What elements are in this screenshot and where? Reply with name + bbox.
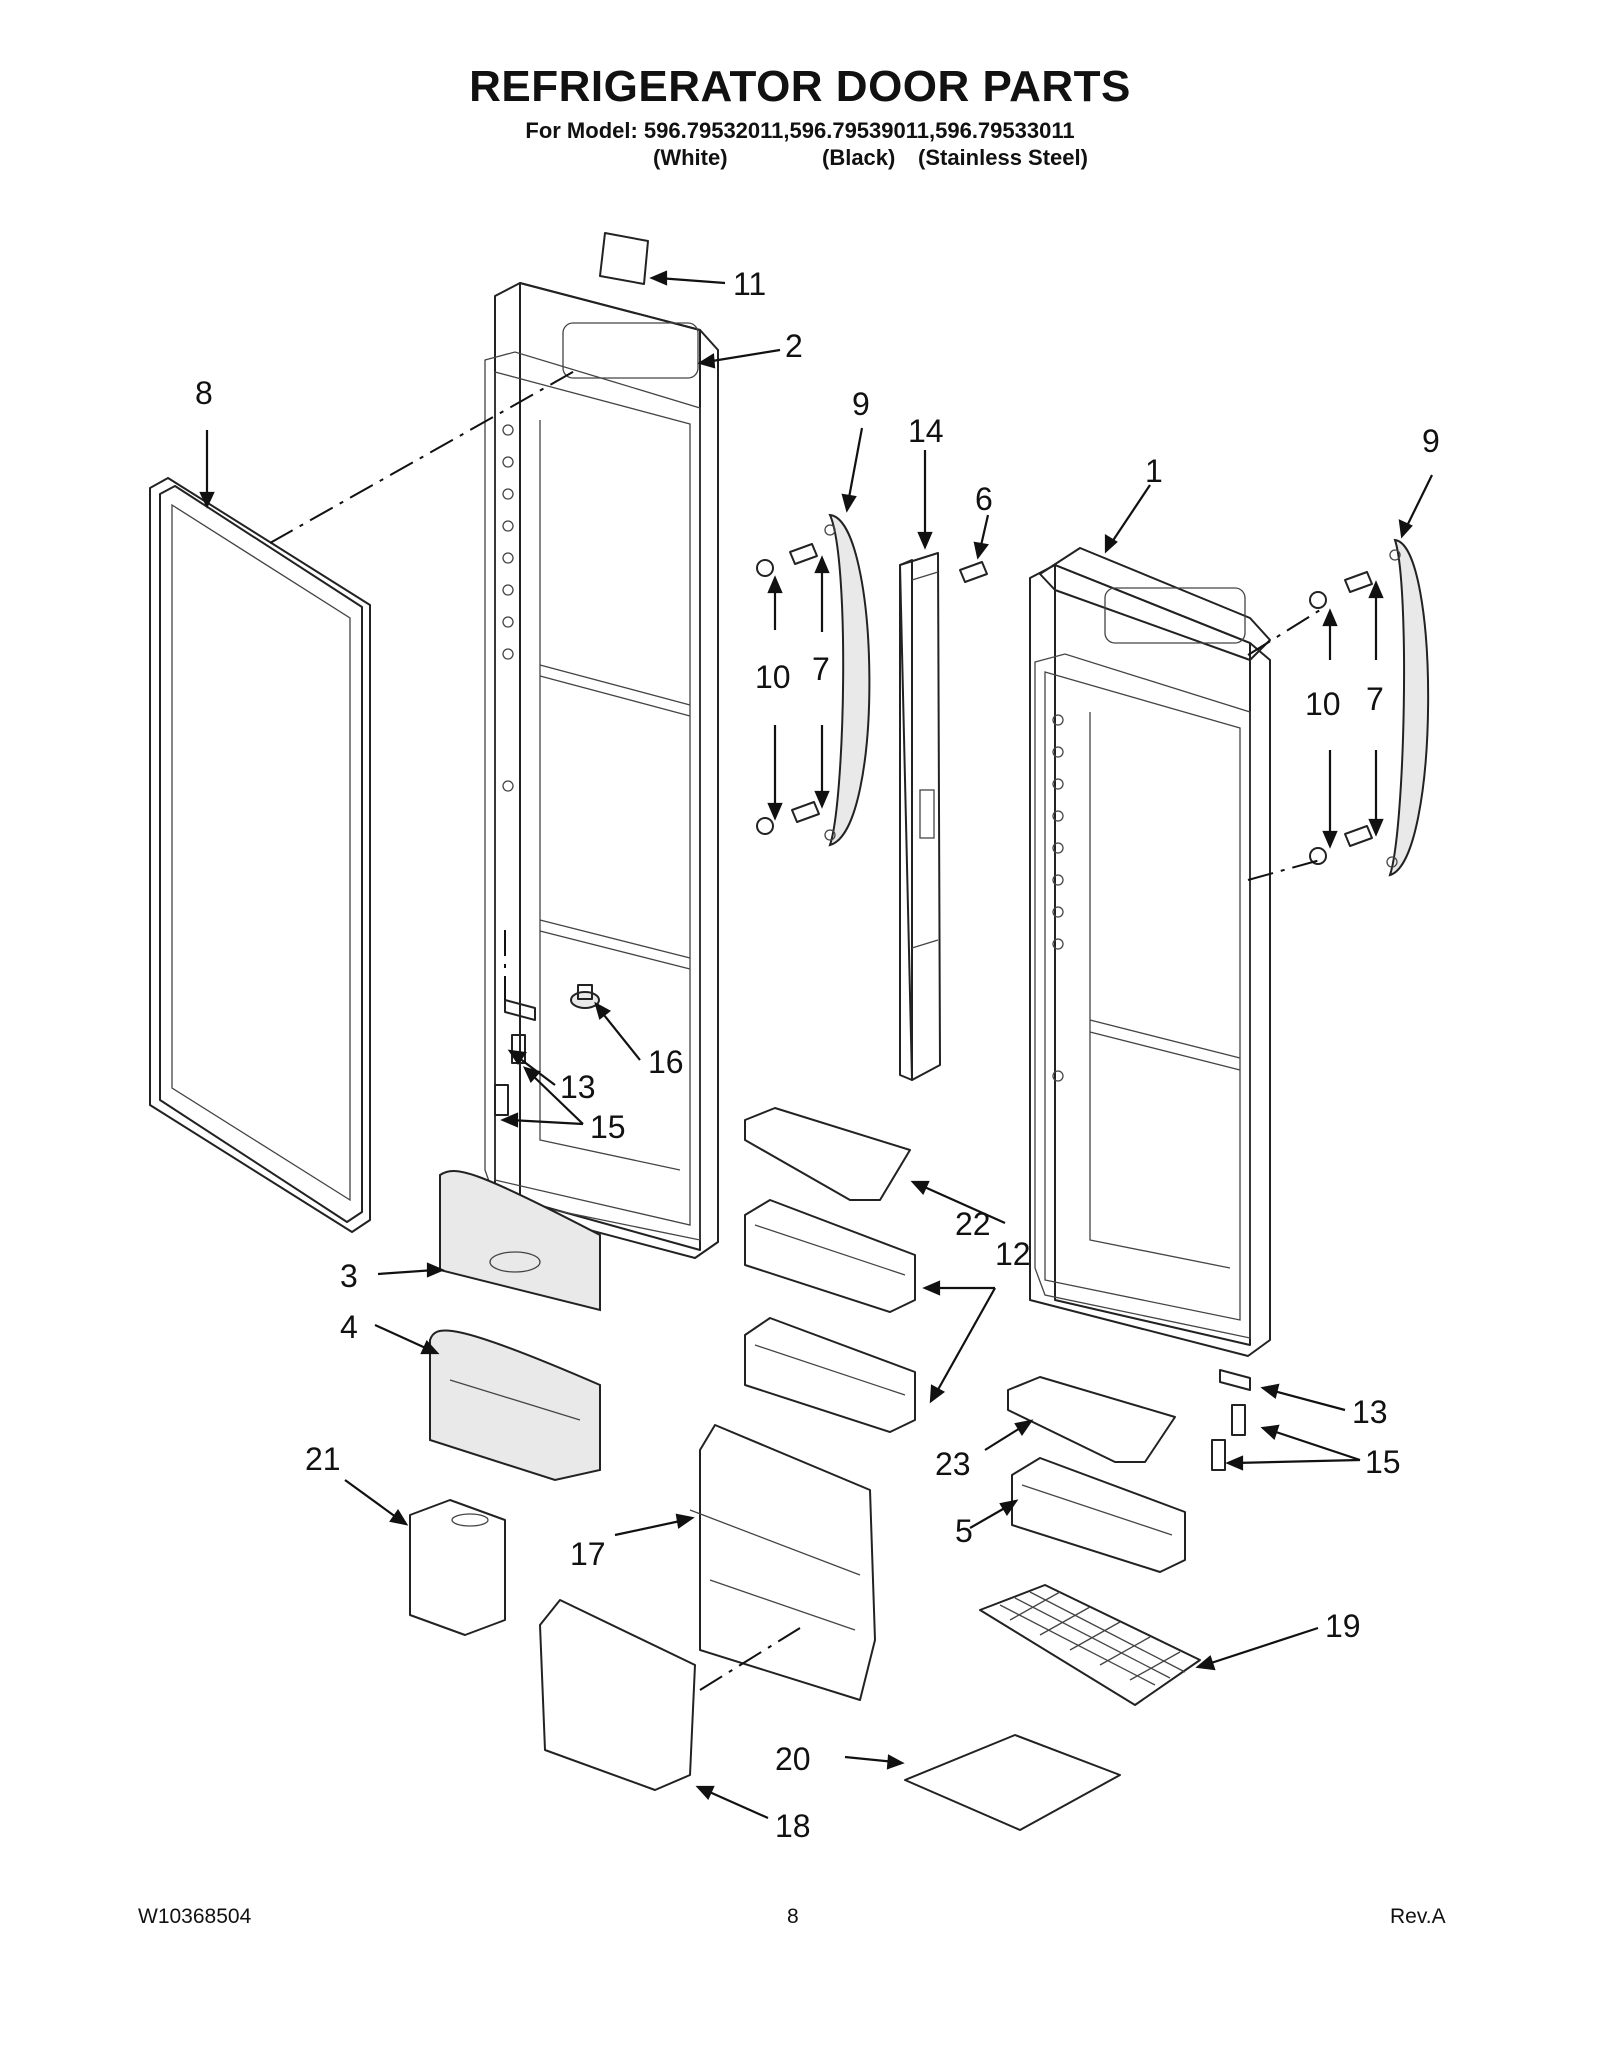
left-hinge-hardware	[494, 984, 600, 1116]
part-2-left-door	[484, 282, 719, 1259]
callout-5: 5	[955, 1513, 973, 1549]
callout-20: 20	[775, 1741, 811, 1777]
part-20-drip-tray	[904, 1734, 1121, 1831]
callout-3: 3	[340, 1258, 358, 1294]
callout-9-right: 9	[1422, 423, 1440, 459]
part-1-right-door	[1029, 547, 1271, 1357]
part-14-door-mullion	[899, 552, 941, 1081]
callout-leaders	[199, 270, 1433, 1820]
part-12-door-bin-lower	[744, 1317, 916, 1433]
color-white-label: (White)	[653, 145, 728, 170]
part-23-bin-cover	[1007, 1376, 1176, 1463]
part-9-left-handle	[824, 513, 871, 847]
part-9-right-handle	[1386, 538, 1430, 877]
callout-14: 14	[908, 413, 944, 449]
callout-15-left: 15	[590, 1109, 626, 1145]
callout-15-right: 15	[1365, 1444, 1401, 1480]
callout-16: 16	[648, 1044, 684, 1080]
callout-7-left: 7	[812, 651, 830, 687]
part-11-label-plate	[599, 232, 649, 285]
model-numbers: For Model: 596.79532011,596.79539011,596…	[525, 118, 1075, 143]
part-22-bin-cover	[744, 1107, 911, 1201]
handle-screws-and-spacers	[756, 543, 1373, 865]
color-stainless-label: (Stainless Steel)	[918, 145, 1088, 170]
callout-11: 11	[733, 266, 766, 302]
callout-21: 21	[305, 1441, 341, 1477]
callout-7-right: 7	[1366, 681, 1384, 717]
right-hinge-hardware	[1211, 1369, 1251, 1471]
revision-label: Rev.A	[1390, 1905, 1446, 1928]
callout-18: 18	[775, 1808, 811, 1844]
callout-8: 8	[195, 375, 213, 411]
part-17-ice-bin-housing	[689, 1424, 876, 1701]
callout-1: 1	[1145, 453, 1163, 489]
part-5-door-bin	[1011, 1457, 1186, 1573]
part-18-ice-storage-bin	[539, 1599, 696, 1791]
callout-10-right: 10	[1305, 686, 1341, 722]
page-title: REFRIGERATOR DOOR PARTS	[469, 62, 1131, 111]
part-4-ice-bin	[429, 1329, 601, 1482]
color-black-label: (Black)	[822, 145, 896, 170]
callout-6: 6	[975, 481, 993, 517]
callout-23: 23	[935, 1446, 971, 1482]
callout-13-left: 13	[560, 1069, 596, 1105]
callout-19: 19	[1325, 1608, 1361, 1644]
document-number: W10368504	[138, 1905, 252, 1928]
part-12-door-bin-upper	[744, 1199, 916, 1313]
callout-2: 2	[785, 328, 803, 364]
callout-13-right: 13	[1352, 1394, 1388, 1430]
callout-9-left: 9	[852, 386, 870, 422]
callout-10-left: 10	[755, 659, 791, 695]
callout-22: 22	[955, 1206, 991, 1242]
callout-17: 17	[570, 1536, 606, 1572]
callout-labels: 1 2 3 4 5 6 7 7 8 9 9 10 10 11 12 13 13 …	[195, 266, 1440, 1844]
callout-12: 12	[995, 1236, 1031, 1272]
assembly-lines	[269, 367, 1321, 1691]
part-19-drip-tray-grille	[979, 1584, 1201, 1706]
page-number: 8	[787, 1905, 799, 1928]
callout-4: 4	[340, 1309, 358, 1345]
part-21-ice-cup	[409, 1499, 506, 1636]
part-3-ice-bin-cover	[439, 1170, 601, 1312]
part-8-door-gasket	[149, 477, 371, 1233]
